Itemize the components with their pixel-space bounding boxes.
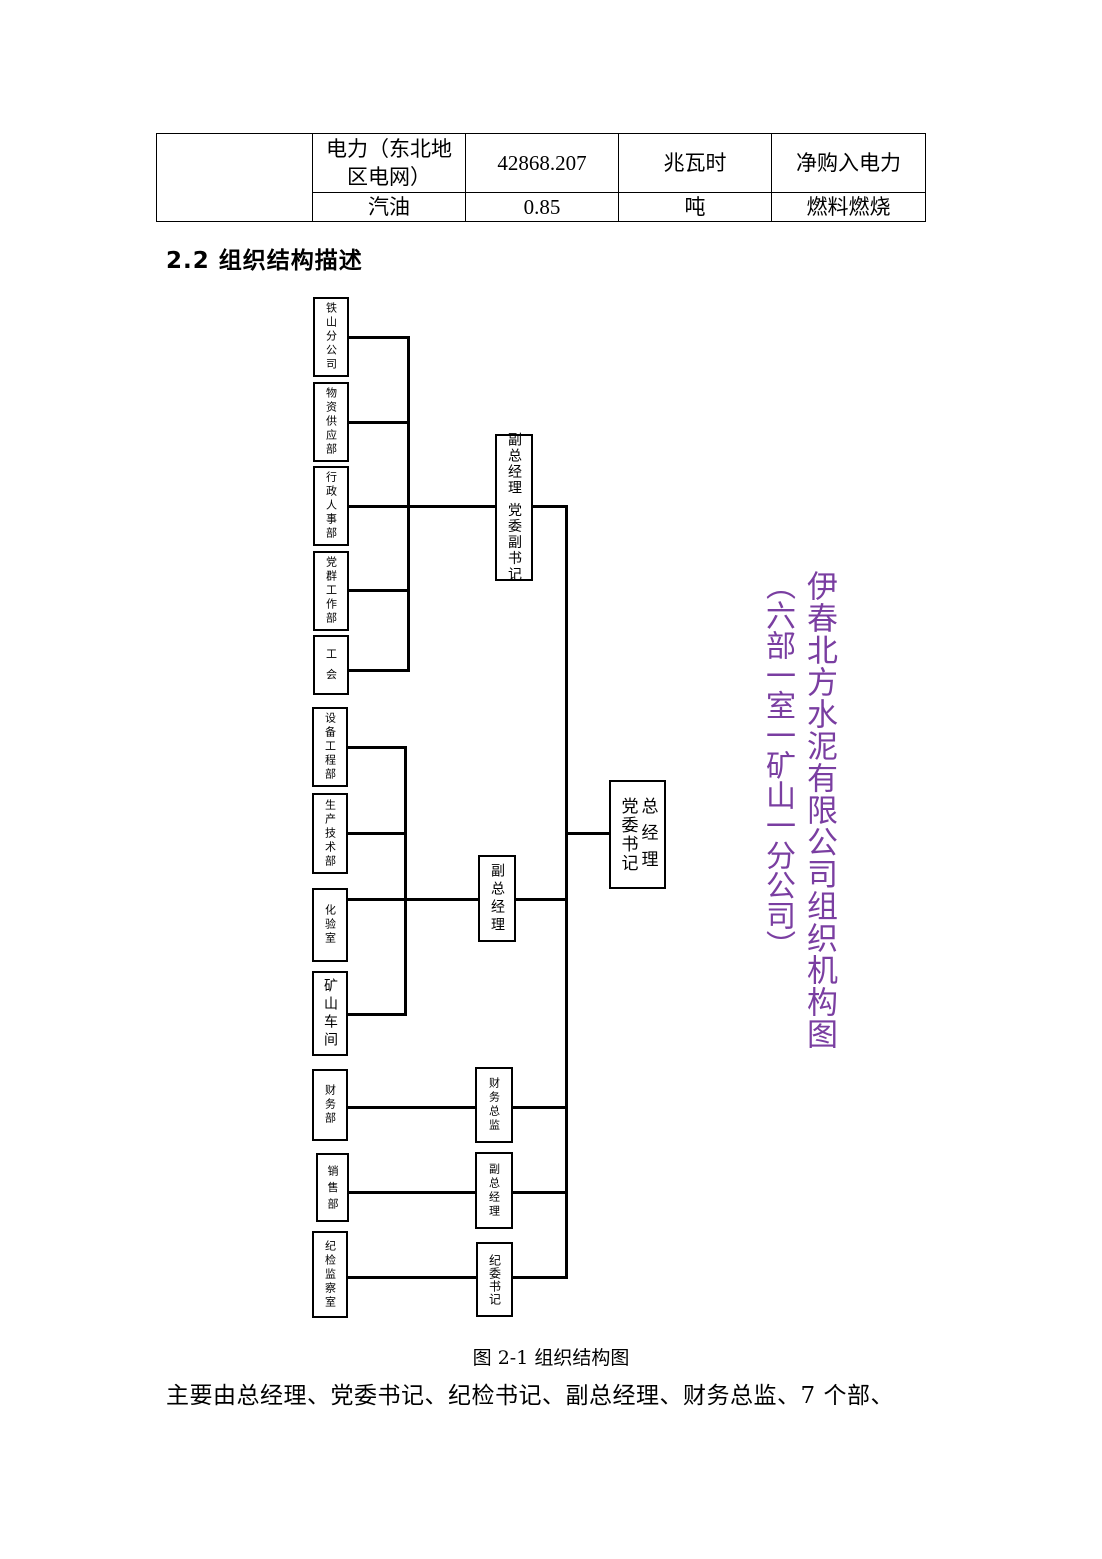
- connector-line: [347, 589, 410, 592]
- connector-line: [347, 421, 410, 424]
- connector-line: [347, 336, 410, 339]
- org-box-label: 副总经理: [489, 862, 505, 935]
- connector-line: [346, 1013, 407, 1016]
- connector-line: [404, 746, 407, 1016]
- table-cell-source: 汽油: [312, 192, 466, 222]
- org-box-label: 副总经理: [487, 1162, 501, 1219]
- org-box-discipline-secretary: 纪委书记: [476, 1242, 513, 1317]
- org-box-label: 销 售 部: [326, 1165, 339, 1210]
- org-box-label: 纪委书记: [487, 1253, 502, 1306]
- body-paragraph: 主要由总经理、党委书记、纪检书记、副总经理、财务总监、7 个部、: [166, 1383, 894, 1409]
- org-box-label: 纪检监察室: [323, 1239, 337, 1310]
- org-box-label: 物资供应部: [324, 387, 338, 457]
- org-box-dept: 财务部: [312, 1069, 348, 1141]
- energy-table: 电力（东北地区电网） 42868.207 兆瓦时 净购入电力 汽油 0.85 吨…: [156, 133, 926, 222]
- org-chart-title-main: 伊春北方水泥有限公司组织机构图: [801, 570, 837, 1050]
- table-cell-type: 燃料燃烧: [771, 192, 926, 222]
- connector-line: [565, 832, 611, 835]
- connector-line: [346, 898, 480, 901]
- org-box-label: 生产技术部: [323, 798, 337, 869]
- org-box-label: 矿山车间: [322, 977, 338, 1050]
- org-box-dept: 党群工作部: [313, 551, 349, 631]
- table-row: 电力（东北地区电网） 42868.207 兆瓦时 净购入电力: [156, 133, 926, 222]
- org-box-label: 工 会: [324, 647, 338, 683]
- connector-line: [530, 505, 568, 508]
- org-box-dept: 生产技术部: [312, 793, 348, 874]
- connector-line: [346, 1191, 476, 1194]
- org-box-dept: 行政人事部: [313, 466, 349, 546]
- table-cell-type: 净购入电力: [771, 133, 926, 193]
- org-box-dept: 矿山车间: [312, 971, 348, 1056]
- org-box-cfo: 财务总监: [475, 1067, 513, 1143]
- connector-line: [347, 505, 495, 508]
- org-box-general-manager: 总 经 理 党委书记: [609, 780, 666, 889]
- org-box-dept: 工 会: [313, 635, 349, 695]
- org-box-deputy-gm-party: 副总经理 党委副书记: [495, 432, 533, 583]
- org-box-label: 财务部: [323, 1084, 337, 1126]
- org-box-label: 副总经理 党委副书记: [506, 432, 522, 583]
- org-box-label: 财务总监: [487, 1077, 501, 1133]
- connector-line: [407, 336, 410, 671]
- figure-caption: 图 2-1 组织结构图: [472, 1347, 630, 1369]
- org-box-dept: 销 售 部: [316, 1153, 349, 1222]
- section-heading: 2.2 组织结构描述: [166, 248, 363, 274]
- org-box-label: 党群工作部: [324, 556, 338, 626]
- table-cell-source: 电力（东北地区电网）: [312, 133, 466, 193]
- connector-line: [346, 1276, 476, 1279]
- connector-line: [513, 898, 568, 901]
- org-box-dept: 物资供应部: [313, 382, 349, 462]
- org-chart-title-sub: （六部一室一矿山一分公司）: [760, 570, 795, 960]
- org-box-deputy-gm-sales: 副总经理: [475, 1152, 513, 1229]
- org-box-label: 行政人事部: [324, 471, 338, 541]
- table-row: 汽油 0.85 吨 燃料燃烧: [157, 192, 926, 222]
- org-box-label: 化验室: [323, 904, 337, 946]
- connector-line: [511, 1191, 568, 1194]
- org-chart-title: 伊春北方水泥有限公司组织机构图 （六部一室一矿山一分公司）: [748, 570, 848, 1050]
- connector-line: [346, 1106, 476, 1109]
- connector-line: [511, 1106, 568, 1109]
- table-cell-quantity: 42868.207: [465, 133, 619, 193]
- org-box-dept: 纪检监察室: [312, 1231, 348, 1318]
- org-box-label: 铁山分公司: [324, 302, 338, 372]
- table-cell-unit: 兆瓦时: [618, 133, 772, 193]
- org-box-deputy-gm: 副总经理: [478, 855, 516, 942]
- connector-line: [347, 669, 410, 672]
- connector-line: [565, 505, 568, 1278]
- org-box-label: 总 经 理 党委书记: [617, 796, 658, 873]
- connector-line: [346, 832, 407, 835]
- org-box-dept: 化验室: [312, 888, 348, 962]
- table-cell-empty: [156, 133, 313, 222]
- connector-line: [511, 1276, 568, 1279]
- table-cell-quantity: 0.85: [465, 192, 619, 222]
- connector-line: [346, 746, 407, 749]
- org-box-dept: 铁山分公司: [313, 297, 349, 377]
- table-cell-unit: 吨: [618, 192, 772, 222]
- org-box-label: 设备工程部: [323, 712, 337, 782]
- org-box-dept: 设备工程部: [312, 707, 348, 787]
